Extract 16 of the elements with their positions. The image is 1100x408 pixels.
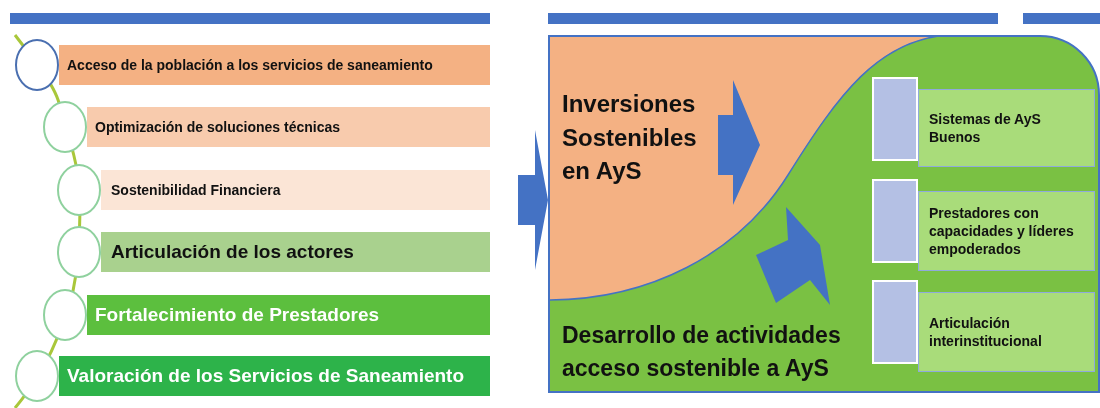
- result-card: Prestadores con capacidades y líderes empoderados: [918, 191, 1095, 271]
- step-bar: Fortalecimiento de Prestadores: [87, 295, 490, 335]
- square-marker: [872, 179, 918, 263]
- result-card: Sistemas de AyS Buenos: [918, 89, 1095, 167]
- square-marker: [872, 77, 918, 161]
- heading-text: Desarrollo de actividades acceso sostenible a AyS: [562, 321, 842, 384]
- heading-text: Inversiones Sostenibles en AyS: [562, 89, 698, 187]
- step-bar: Valoración de los Servicios de Saneamiento: [59, 356, 490, 396]
- panel: [548, 35, 1100, 393]
- result-card: Articulación interinstitucional: [918, 292, 1095, 372]
- square-marker: [872, 280, 918, 364]
- step-bar: Acceso de la población a los servicios de saneamiento: [59, 45, 490, 85]
- step-bar: Sostenibilidad Financiera: [101, 170, 490, 210]
- step-bar: Optimización de soluciones técnicas: [87, 107, 490, 147]
- block-arrow: [518, 130, 548, 270]
- step-bar: Articulación de los actores: [101, 232, 490, 272]
